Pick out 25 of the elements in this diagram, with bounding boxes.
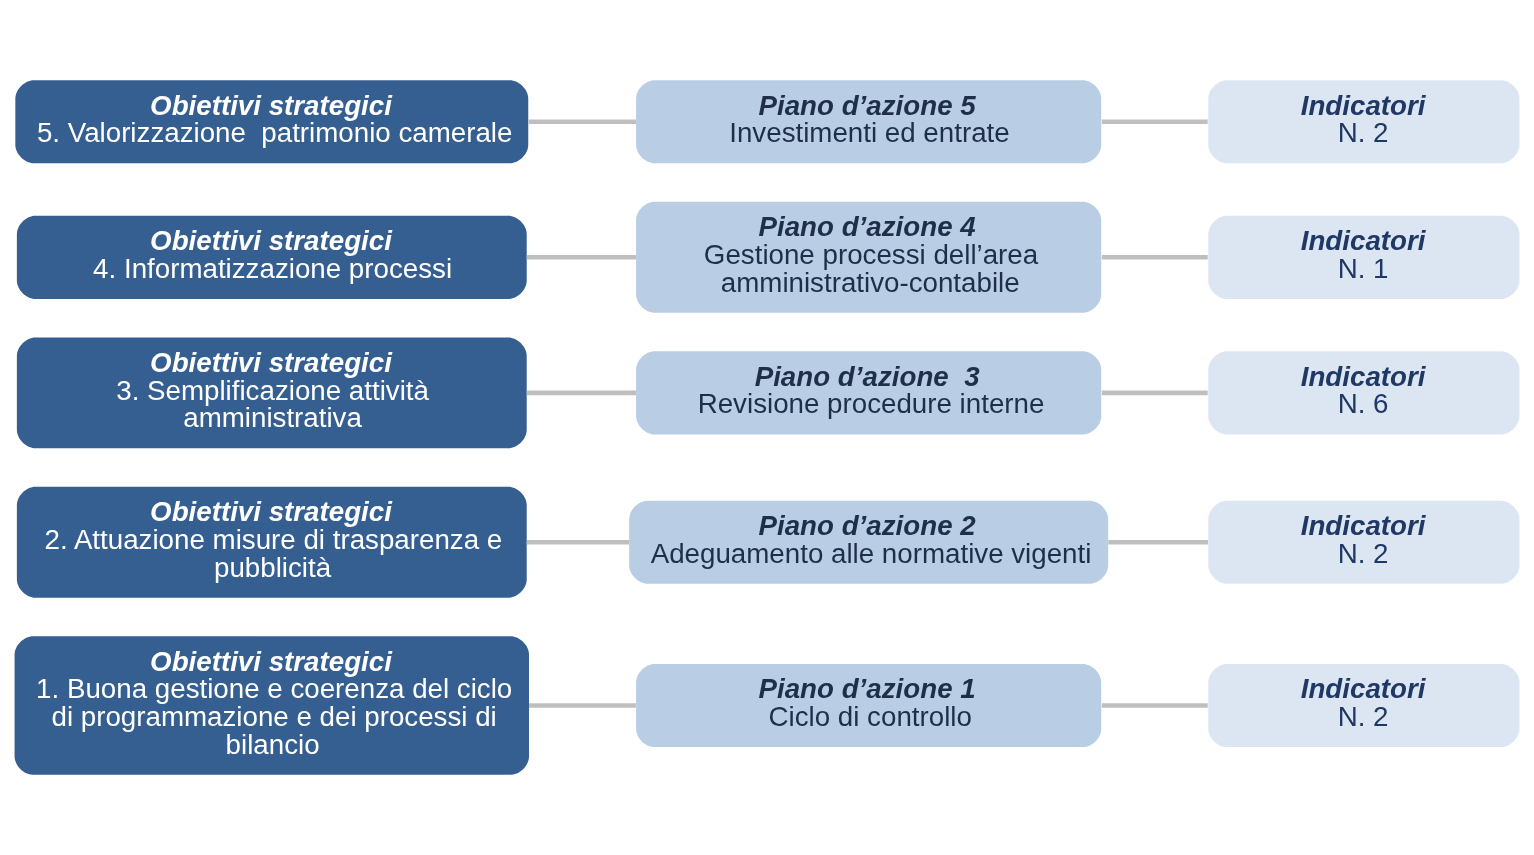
node-box: Indicatori N. 6: [1208, 351, 1520, 435]
node-box: Obiettivi strategici 5. Valorizzazione patrimonio camerale: [15, 80, 529, 164]
connector: [526, 390, 637, 396]
node-box: Obiettivi strategici 4. Informatizzazione processi: [16, 215, 527, 299]
node-box: Indicatori N. 2: [1208, 663, 1520, 748]
node-box: Piano d’azione 4 Gestione processi dell’area amministrativo-contabile: [636, 201, 1102, 313]
node-box: Obiettivi strategici 3. Semplificazione attività amministrativa: [16, 337, 527, 449]
connector: [526, 539, 629, 545]
connector: [529, 703, 636, 708]
node-box: Piano d’azione 2 Adeguamento alle normative vigenti: [629, 500, 1109, 584]
connector: [1101, 255, 1208, 260]
node-box: Indicatori N. 2: [1208, 500, 1520, 584]
node-box: Indicatori N. 1: [1208, 215, 1520, 299]
node-box: Piano d’azione 1 Ciclo di controllo: [636, 663, 1102, 748]
node-box: Obiettivi strategici 2. Attuazione misure di trasparenza e pubblicità: [16, 486, 527, 598]
connector: [1101, 119, 1208, 125]
node-box: Piano d’azione 3 Revisione procedure interne: [636, 351, 1102, 435]
node-box: Indicatori N. 2: [1208, 80, 1520, 164]
connector: [528, 119, 636, 125]
connector: [1101, 390, 1208, 396]
connector: [1101, 703, 1208, 708]
node-box: Obiettivi strategici 1. Buona gestione e coerenza del ciclo di programmazione e dei processi di bilancio: [14, 636, 529, 775]
connector: [526, 255, 637, 260]
connector: [1108, 539, 1208, 545]
node-box: Piano d’azione 5 Investimenti ed entrate: [636, 80, 1102, 164]
